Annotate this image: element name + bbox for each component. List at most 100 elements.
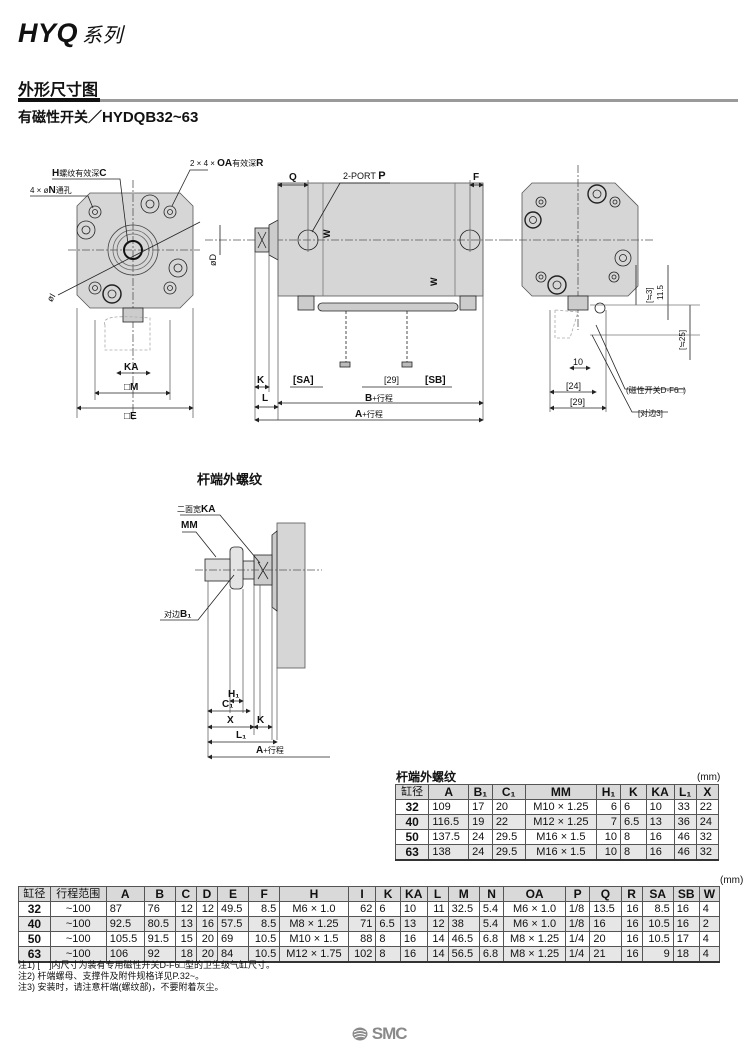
rod-label-h1: H₁ (228, 689, 239, 700)
label-f: F (473, 172, 479, 183)
table-cell: 16 (589, 916, 622, 932)
note-3: 注3) 安装时，请注意杆端(螺纹部)，不要附着灰尘。 (18, 982, 224, 992)
label-29: [29] (384, 375, 399, 385)
column-header: X (695, 784, 720, 800)
subtitle-prefix: 有磁性开关／ (18, 109, 102, 125)
label-dim-25: [≒25] (678, 330, 687, 350)
column-header: KA (645, 784, 675, 800)
table-cell: 6.8 (478, 931, 505, 947)
table-cell: M16 × 1.5 (524, 844, 598, 861)
table-cell: 8.5 (248, 901, 281, 917)
rod-figure-title: 杆端外螺纹 (197, 472, 263, 487)
label-w-top: W (322, 229, 332, 238)
table-cell: 20 (491, 799, 526, 815)
label-n-hole: 4 × øN通孔 (30, 185, 72, 196)
table-cell: 24 (468, 844, 493, 861)
label-sa: [SA] (293, 375, 314, 386)
table-cell: 13.5 (589, 901, 622, 917)
table-cell: 10 (596, 844, 621, 861)
rod-label-a: A+行程 (256, 745, 284, 756)
table-cell: 16 (620, 901, 643, 917)
label-dim-24: [24] (566, 381, 581, 391)
column-header: C (174, 886, 197, 902)
table-cell: 14 (426, 946, 449, 963)
table-cell: 10.5 (641, 931, 674, 947)
table-cell: 21 (589, 946, 622, 963)
table-cell: 8.5 (641, 901, 674, 917)
table-cell: 1/4 (564, 931, 591, 947)
table-cell: 16 (399, 931, 428, 947)
table-cell: 36 (673, 814, 697, 830)
column-header: K (619, 784, 647, 800)
table-cell: 22 (491, 814, 526, 830)
table-cell: 10.5 (248, 946, 281, 963)
table-cell: 69 (216, 931, 250, 947)
table-cell: 9 (641, 946, 674, 963)
table-cell: 24 (695, 814, 720, 830)
rod-label-c1: C₁ (222, 699, 233, 710)
table-cell: 87 (105, 901, 145, 917)
table-cell: 14 (426, 931, 449, 947)
table-cell: 32.5 (447, 901, 480, 917)
column-header: SA (641, 886, 674, 902)
table-cell: 76 (143, 901, 176, 917)
section-title: 外形尺寸图 (18, 82, 99, 99)
label-switch: (磁性开关D-F6□) (626, 385, 686, 395)
column-header: 缸径 (18, 886, 51, 902)
table-cell: 15 (174, 931, 197, 947)
dimension-drawing: H螺纹有效深C 4 × øN通孔 2 × 4 × OA有效深R øI øD KA… (30, 158, 700, 423)
section-rule (18, 99, 738, 102)
main-table-unit: (mm) (720, 875, 744, 886)
table-cell: 16 (672, 916, 700, 932)
rod-label-k: K (257, 715, 265, 726)
rod-label-x: X (227, 715, 234, 726)
label-oa: 2 × 4 × OA有效深R (190, 158, 264, 169)
label-m: □M (124, 382, 138, 393)
note-1: 注1) [ ]内尺寸为装有专用磁性开关D-F6□型的卫生级气缸尺寸。 (18, 960, 275, 970)
label-w-bottom: W (429, 277, 439, 286)
table-cell: M12 × 1.25 (524, 814, 598, 830)
label-q: Q (289, 172, 297, 183)
table-cell: 16 (399, 946, 428, 963)
column-header: 行程范围 (49, 886, 107, 902)
table-cell: 57.5 (216, 916, 250, 932)
table-cell: 1/8 (564, 916, 591, 932)
table-cell: 1/8 (564, 901, 591, 917)
smc-logo-icon (352, 1027, 368, 1041)
label-e: □E (124, 411, 137, 422)
table-cell: 29.5 (491, 829, 526, 845)
column-header: H₁ (596, 784, 621, 800)
table-cell: 12 (426, 916, 449, 932)
label-a-stroke: A+行程 (355, 409, 383, 420)
column-header: P (564, 886, 591, 902)
column-header: K (375, 886, 401, 902)
table-cell: 10.5 (641, 916, 674, 932)
table-cell: 16 (620, 946, 643, 963)
column-header: L₁ (673, 784, 697, 800)
label-dim-29: [29] (570, 397, 585, 407)
rod-table-unit: (mm) (697, 772, 721, 783)
label-flat: [对边3] (638, 408, 663, 418)
table-cell: 38 (447, 916, 480, 932)
table-cell: 8 (375, 946, 401, 963)
section-rule-accent (18, 98, 100, 102)
table-cell: 29.5 (491, 844, 526, 861)
rod-label-ka: 二面宽KA (177, 504, 215, 515)
rod-label-mm: MM (181, 520, 198, 531)
table-cell: 46 (673, 829, 697, 845)
table-cell: 22 (695, 799, 720, 815)
label-phi-i: øI (45, 292, 58, 304)
bore-size-cell: 50 (18, 931, 51, 947)
table-cell: 5.4 (478, 901, 505, 917)
column-header: 缸径 (394, 784, 430, 800)
table-cell: M8 × 1.25 (503, 946, 566, 963)
table-cell: 20 (195, 931, 218, 947)
table-cell: ~100 (49, 916, 107, 932)
